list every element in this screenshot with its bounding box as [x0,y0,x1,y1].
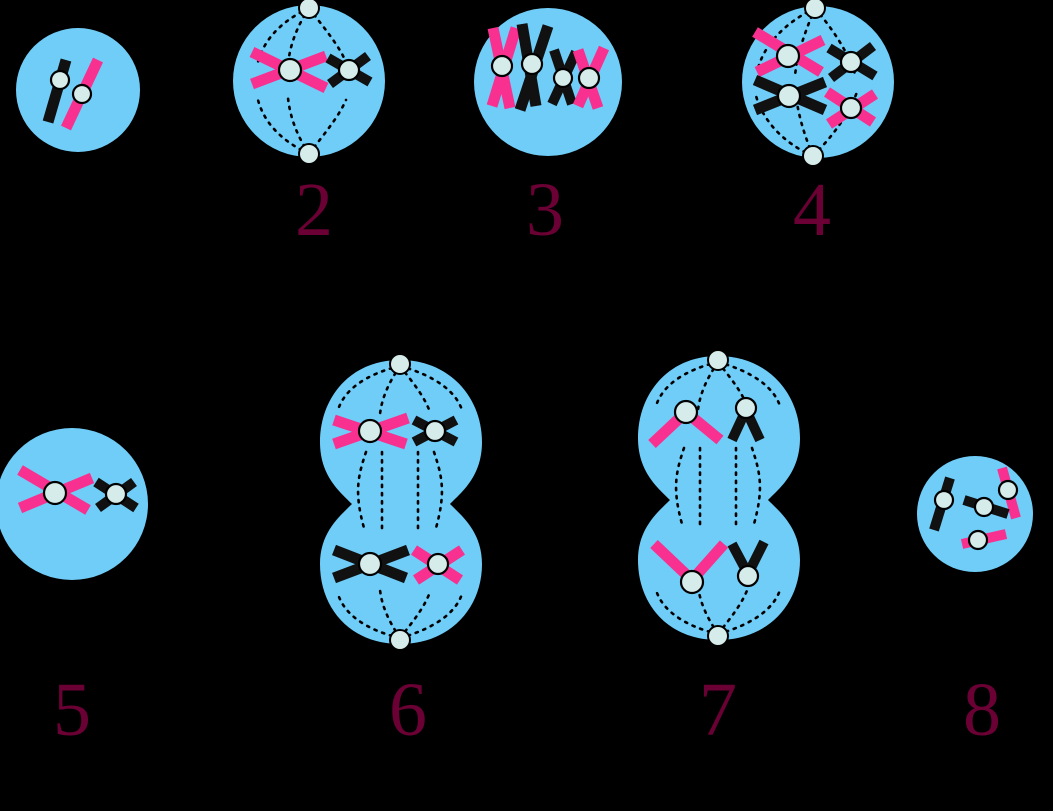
spindle-fibers [654,360,782,636]
spindle-pole-top [298,0,320,19]
cell-membrane [320,360,482,644]
stage-label-8: 8 [963,668,1001,752]
spindle-pole-top [804,0,826,19]
chromosome-paternal-X-bottom [332,544,410,584]
chromosome-paternal-X-tall-2 [514,23,554,112]
stage-label-3: 3 [526,168,564,252]
chromosome-maternal-X [249,47,329,93]
spindle-pole-bottom [298,143,320,165]
chromosome-maternal-X-short-4 [572,45,610,110]
centromere [776,83,802,109]
chromatid-maternal-V-bottom [650,540,729,595]
chromosome-maternal-X-bottom [410,545,466,585]
chromosome-maternal-rod-2 [997,466,1021,520]
centromere [49,69,71,91]
cell-2[interactable] [228,0,390,165]
centromere [357,418,383,444]
chromosome-maternal-X [17,465,95,515]
stage-label-4: 4 [793,168,831,252]
spindle-pole-bottom [802,145,824,167]
chromosome-maternal-X-1 [752,27,826,77]
stage-label-2: 2 [295,168,333,252]
cell-6[interactable] [310,352,490,652]
centromere [775,43,801,69]
cell-1[interactable] [8,22,148,158]
centromere [734,396,758,420]
chromosome-maternal-X-tall-1 [486,26,522,110]
centromere [973,496,995,518]
chromosome-paternal-X [93,477,139,513]
chromosome-paternal-rod-3 [962,495,1010,519]
stage-label-6: 6 [389,668,427,752]
chromosome-paternal-X-short-3 [547,48,581,107]
centromere [673,399,699,425]
chromosome-paternal-rod-1 [929,476,955,532]
chromosome-paternal-X [325,51,373,89]
centromere [426,552,450,576]
chromosome-maternal-X-top [332,412,410,450]
cell-7[interactable] [630,348,810,648]
cell-membrane [638,356,800,640]
centromere [42,480,68,506]
centromere [839,50,863,74]
spindle-pole-top [707,349,729,371]
centromere [71,83,93,105]
centromere [357,551,383,577]
chromosome-maternal-X-4 [823,87,879,129]
spindle-pole-bottom [707,625,729,647]
centromere [967,529,989,551]
cell-5[interactable] [0,424,160,584]
chromosome-maternal-rod-4 [960,529,1008,551]
chromosome-paternal-X-2 [826,42,878,82]
centromere [577,66,601,90]
stage-label-7: 7 [699,668,737,752]
spindle-pole-top [389,353,411,375]
centromere [552,67,574,89]
centromere [933,489,955,511]
stage-label-5: 5 [53,668,91,752]
centromere [520,52,544,76]
centromere [997,479,1019,501]
cell-8[interactable] [912,452,1042,582]
chromosome-paternal-X-3 [752,74,828,116]
chromosome-paternal-rod [42,58,72,124]
chromosome-maternal-rod [61,57,103,131]
cell-3[interactable] [468,8,628,160]
centromere [104,482,128,506]
centromere [679,569,705,595]
centromere [337,58,361,82]
centromere [277,57,303,83]
cell-4[interactable] [735,0,901,167]
centromere [736,564,760,588]
chromatid-paternal-V-bottom [727,539,769,588]
chromatid-paternal-V-top [727,396,765,443]
spindle-pole-bottom [389,629,411,651]
chromatid-maternal-V-top [648,399,724,449]
centromere [423,419,447,443]
centromere [490,54,514,78]
chromosome-paternal-X-top [411,415,459,447]
centromere [839,96,863,120]
